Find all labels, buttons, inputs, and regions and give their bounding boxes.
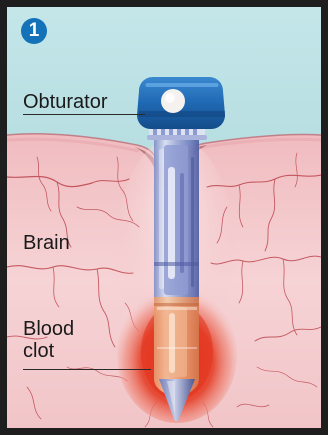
illustration-panel: 1 Obturator Brain Blood clot xyxy=(7,7,321,428)
label-blood-clot-line2: clot xyxy=(23,340,74,362)
label-blood-clot-line1: Blood xyxy=(23,318,74,340)
illustration-svg xyxy=(7,7,321,428)
obturator-cap xyxy=(137,77,225,129)
leader-line-obturator xyxy=(23,114,145,115)
label-obturator: Obturator xyxy=(23,91,107,113)
sheath-tube xyxy=(154,133,199,395)
step-number-badge: 1 xyxy=(21,18,47,44)
leader-line-blood-clot xyxy=(23,369,151,370)
label-blood-clot: Blood clot xyxy=(23,318,74,362)
label-brain: Brain xyxy=(23,232,70,254)
